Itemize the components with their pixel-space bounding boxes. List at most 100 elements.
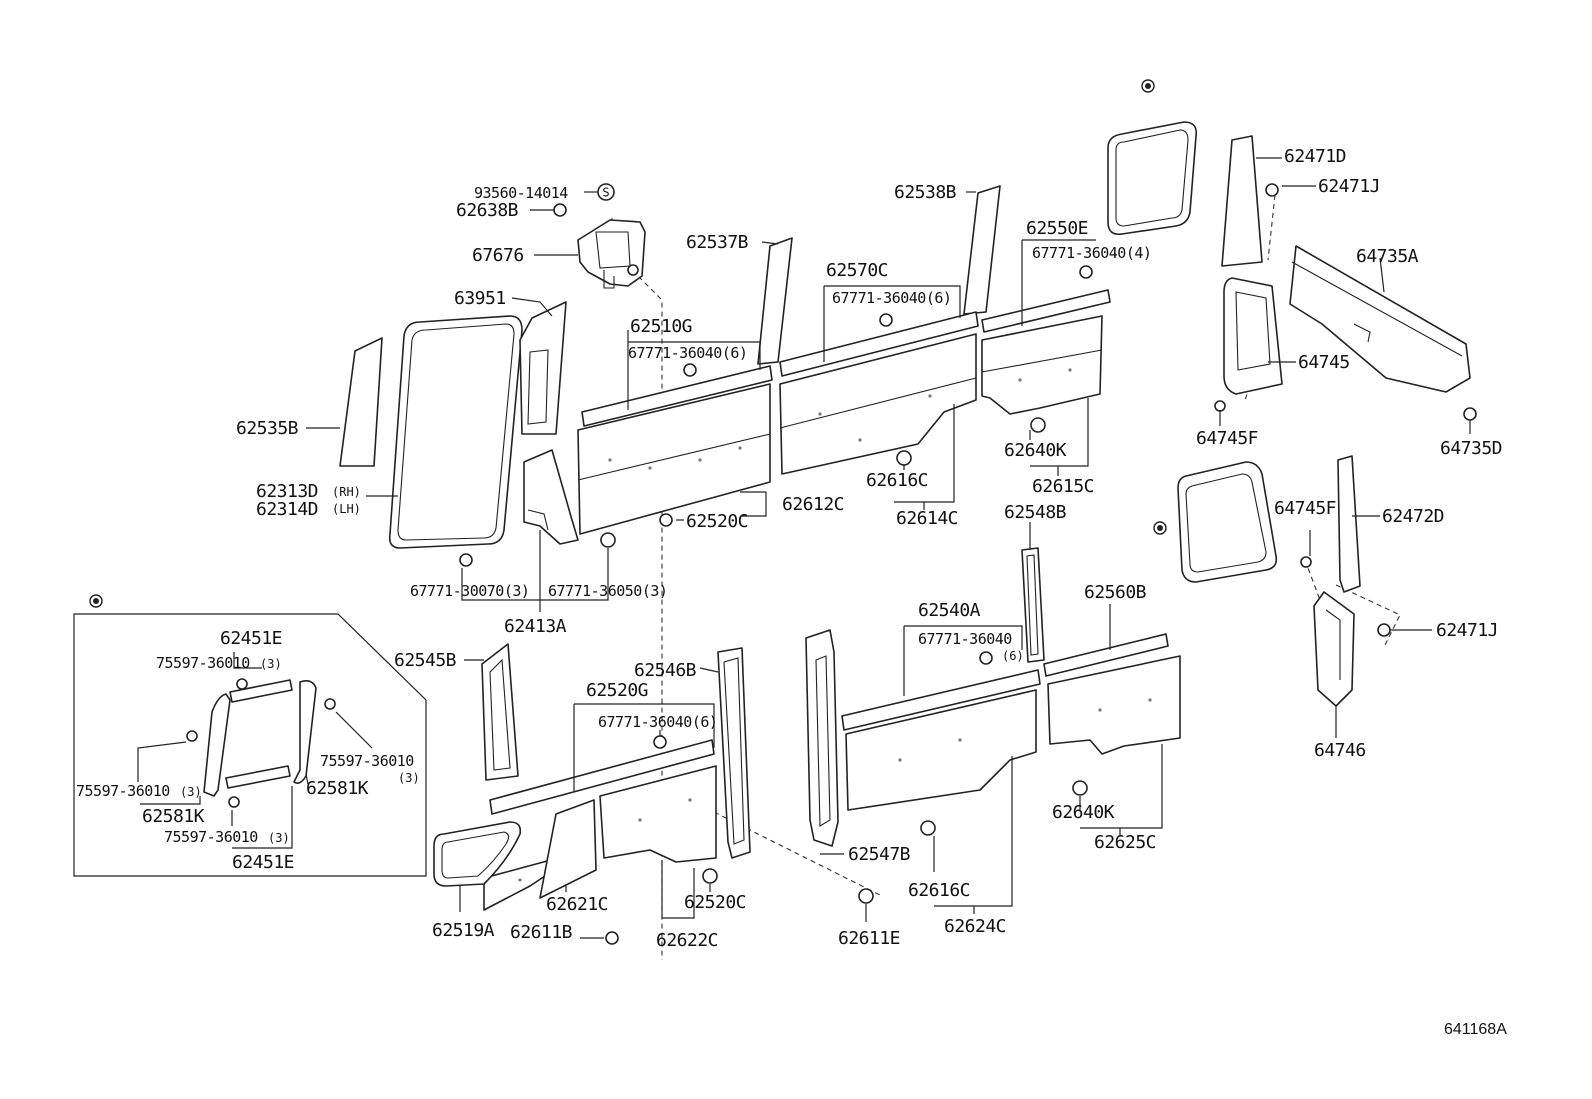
label-62520C-a: 62520C: [686, 511, 748, 532]
label-62313D-side: (RH): [332, 485, 361, 499]
fasteners: [459, 183, 1477, 945]
label-62581K-b: 62581K: [306, 778, 369, 799]
label-62545B: 62545B: [394, 650, 456, 671]
label-62540A: 62540A: [918, 600, 981, 621]
panel-hole-pattern: [518, 368, 1152, 882]
label-62520C-b: 62520C: [684, 892, 746, 913]
label-62314D-side: (LH): [332, 502, 361, 516]
label-67771-36040-6-b: 67771-36040(6): [832, 289, 951, 307]
pillar-garnish-62546B-part: [717, 647, 751, 859]
label-62538B: 62538B: [894, 182, 956, 203]
label-67771-36040-c-qty: (6): [1002, 649, 1024, 663]
label-62616C-a: 62616C: [866, 470, 928, 491]
leader-lines: [137, 157, 1471, 939]
trim-board-62560B-part: [1043, 633, 1181, 755]
label-75597-36010-3-a-qty: (3): [260, 657, 282, 671]
label-67771-30070-3: 67771-30070(3): [410, 582, 529, 600]
label-62451E-b: 62451E: [232, 852, 294, 873]
label-75597-36010-c: 75597-36010: [320, 752, 414, 770]
label-62621C: 62621C: [546, 894, 608, 915]
bracket-67676-part: [577, 219, 646, 289]
pillar-garnish-62471D-part: [1221, 135, 1263, 267]
label-62622C: 62622C: [656, 930, 718, 951]
label-62640K-a: 62640K: [1004, 440, 1067, 461]
label-62510G: 62510G: [630, 316, 692, 337]
label-62581K-a: 62581K: [142, 806, 205, 827]
label-64735A: 64735A: [1356, 246, 1419, 267]
quarter-trim-62413A-part: [523, 449, 579, 545]
figure-id: 641168A: [1444, 1021, 1507, 1038]
label-62611E: 62611E: [838, 928, 900, 949]
trim-panel-64735A-part: [1289, 245, 1471, 393]
label-62614C: 62614C: [896, 508, 958, 529]
label-62560B: 62560B: [1084, 582, 1146, 603]
label-93560-14014: 93560-14014: [474, 184, 568, 202]
pillar-garnish-62547B-part: [805, 629, 839, 847]
label-62612C: 62612C: [782, 494, 844, 515]
label-62313D: 62313D: [256, 481, 318, 502]
label-64745: 64745: [1298, 352, 1350, 373]
standard-mark-letter: S: [602, 186, 609, 200]
pillar-garnish-62545B-part: [481, 643, 519, 781]
label-62535B: 62535B: [236, 418, 298, 439]
label-67771-36040-6-d: 67771-36040(6): [598, 713, 717, 731]
label-75597-36010-c-qty: (3): [398, 771, 420, 785]
trim-board-62520G-part: [483, 739, 717, 911]
label-75597-36010-3-d: 75597-36010: [164, 828, 258, 846]
pillar-trim-62535B-part: [339, 337, 383, 467]
label-62550E: 62550E: [1026, 218, 1088, 239]
label-62616C-b: 62616C: [908, 880, 970, 901]
reference-bullets: [89, 79, 1167, 608]
pillar-garnish-62472D-part: [1337, 455, 1361, 593]
label-64745F-b: 64745F: [1274, 498, 1336, 519]
label-67771-36040-c: 67771-36040: [918, 630, 1012, 648]
label-67771-36040-4: 67771-36040(4): [1032, 244, 1151, 262]
label-75597-36010-3-a: 75597-36010: [156, 654, 250, 672]
label-62537B: 62537B: [686, 232, 748, 253]
label-62570C: 62570C: [826, 260, 888, 281]
label-62471J-a: 62471J: [1318, 176, 1380, 197]
label-62519A: 62519A: [432, 920, 495, 941]
trim-board-62570C-part: [779, 311, 979, 475]
label-62638B: 62638B: [456, 200, 518, 221]
label-62546B: 62546B: [634, 660, 696, 681]
label-62471D: 62471D: [1284, 146, 1346, 167]
quarter-trim-63951-part: [519, 301, 567, 435]
label-62611B: 62611B: [510, 922, 572, 943]
pillar-garnish-62548B-part: [1021, 547, 1045, 663]
label-67771-36050-3: 67771-36050(3): [548, 582, 667, 600]
label-62625C: 62625C: [1094, 832, 1156, 853]
label-62548B: 62548B: [1004, 502, 1066, 523]
label-62624C: 62624C: [944, 916, 1006, 937]
label-67676: 67676: [472, 245, 524, 266]
label-75597-36010-3-b-qty: (3): [180, 785, 202, 799]
label-62615C: 62615C: [1032, 476, 1094, 497]
quarter-glass-upper-part: [1107, 121, 1198, 236]
inset-detail-box: [73, 613, 427, 877]
label-75597-36010-3-d-qty: (3): [268, 831, 290, 845]
window-glass-62313D-part: [388, 315, 523, 549]
quarter-glass-lower-part: [1177, 461, 1278, 583]
label-75597-36010-3-b: 75597-36010: [76, 782, 170, 800]
trim-panel-64745-part: [1223, 277, 1283, 395]
pillar-strip-62537B-part: [757, 237, 793, 365]
label-62472D: 62472D: [1382, 506, 1444, 527]
label-63951: 63951: [454, 288, 506, 309]
small-window-62519A-part: [433, 821, 522, 887]
label-62520G: 62520G: [586, 680, 648, 701]
label-64745F-a: 64745F: [1196, 428, 1258, 449]
label-64746: 64746: [1314, 740, 1366, 761]
label-62413A: 62413A: [504, 616, 567, 637]
label-67771-36040-6-a: 67771-36040(6): [628, 344, 747, 362]
label-62471J-b: 62471J: [1436, 620, 1498, 641]
trim-panel-64746-part: [1313, 591, 1355, 707]
label-62547B: 62547B: [848, 844, 910, 865]
pillar-strip-62538B-part: [963, 185, 1001, 315]
trim-board-62540A-part: [841, 669, 1041, 811]
label-64735D: 64735D: [1440, 438, 1502, 459]
standard-part-mark: S: [597, 183, 615, 201]
trim-board-62510G-part: [577, 365, 773, 535]
label-62640K-b: 62640K: [1052, 802, 1115, 823]
assembly-centerlines: [600, 194, 1401, 960]
